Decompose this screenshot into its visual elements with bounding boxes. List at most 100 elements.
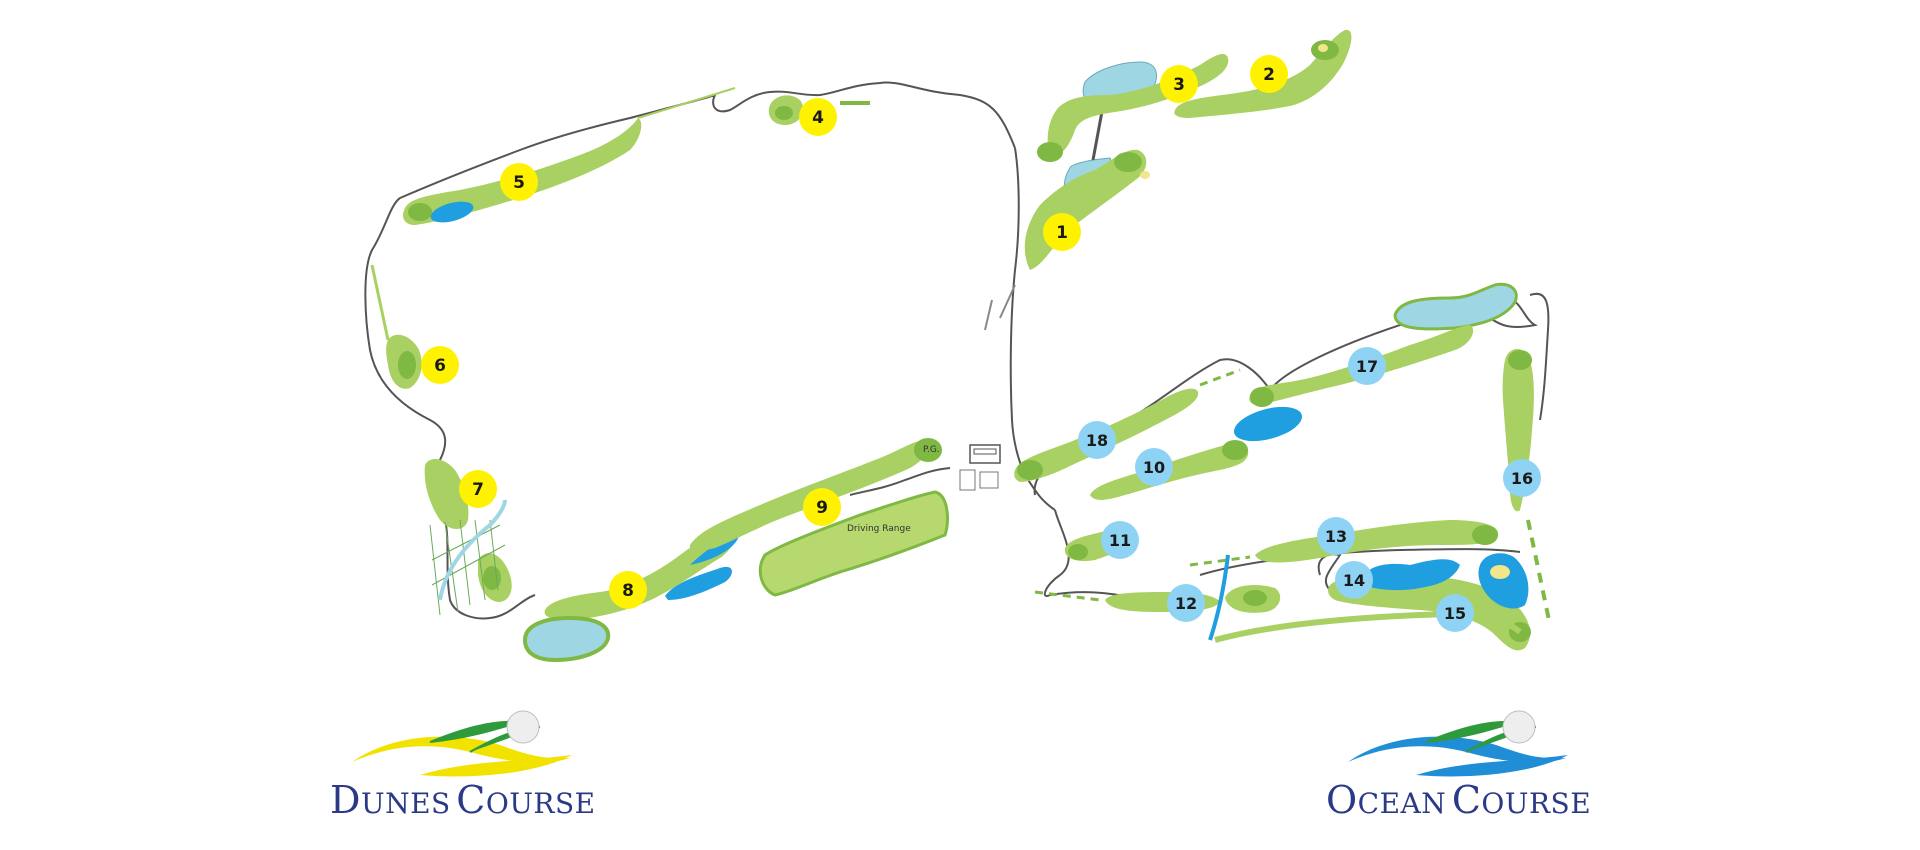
hole-marker-8[interactable]: 8 bbox=[609, 571, 647, 609]
hole-marker-13-number: 13 bbox=[1325, 527, 1347, 546]
ocean-east-path bbox=[1529, 292, 1550, 421]
hole-1-tee-line bbox=[984, 284, 1016, 331]
hole-marker-11[interactable]: 11 bbox=[1101, 521, 1139, 559]
hole-marker-5-number: 5 bbox=[513, 173, 525, 193]
hole-15-lake bbox=[1478, 553, 1529, 609]
hole-marker-1-number: 1 bbox=[1056, 223, 1068, 243]
hole-14-ponds bbox=[1365, 559, 1460, 591]
hole-7-stream bbox=[438, 499, 507, 601]
hole-7-green bbox=[483, 566, 501, 590]
hole-2-bunker bbox=[1318, 44, 1328, 52]
hole-3-green bbox=[1037, 142, 1063, 162]
hole-marker-18-number: 18 bbox=[1086, 431, 1108, 450]
clubhouse-roof-detail bbox=[973, 448, 997, 455]
hole-marker-14-number: 14 bbox=[1343, 571, 1365, 590]
hole-6 bbox=[370, 264, 422, 389]
hole-marker-5[interactable]: 5 bbox=[500, 163, 538, 201]
ocean-inner-loop bbox=[1199, 548, 1521, 576]
hole-marker-15-number: 15 bbox=[1444, 604, 1466, 623]
driving-range bbox=[758, 490, 949, 597]
hole-marker-10[interactable]: 10 bbox=[1135, 448, 1173, 486]
clubhouse-parking bbox=[959, 469, 999, 491]
hole-marker-7[interactable]: 7 bbox=[459, 470, 497, 508]
dunes-logo-initial-2: C bbox=[456, 778, 486, 822]
practice-green-label: P.G. bbox=[923, 445, 940, 455]
hole-12-stream bbox=[1208, 554, 1230, 641]
hole-marker-17[interactable]: 17 bbox=[1348, 347, 1386, 385]
hole-12 bbox=[1034, 554, 1281, 641]
ocean-logo-rest-1: CEAN bbox=[1357, 787, 1447, 820]
hole-2-fairway bbox=[1174, 29, 1352, 119]
ocean-logo-graphic bbox=[1348, 710, 1568, 777]
ocean-south-path bbox=[1043, 509, 1131, 599]
dunes-logo-rest-2: OURSE bbox=[485, 787, 596, 820]
hole-15-outer-fairway bbox=[1214, 611, 1522, 643]
dunes-inner-path bbox=[849, 467, 951, 496]
hole-12-tee-line bbox=[1034, 590, 1101, 602]
bridge bbox=[1091, 105, 1105, 161]
ocean-14-loop bbox=[1317, 553, 1421, 593]
hole-marker-1[interactable]: 1 bbox=[1043, 213, 1081, 251]
hole-5-tee-line bbox=[637, 87, 736, 119]
hole-marker-3[interactable]: 3 bbox=[1160, 65, 1198, 103]
hole-1-bunker bbox=[1140, 171, 1150, 179]
ocean-logo-swoosh-blue-2 bbox=[1416, 755, 1568, 777]
hole-marker-12-number: 12 bbox=[1175, 594, 1197, 613]
ocean-logo-rest-2: OURSE bbox=[1481, 787, 1592, 820]
hole-marker-7-number: 7 bbox=[472, 480, 484, 500]
hole-18-tee-line bbox=[1199, 368, 1241, 387]
dunes-logo-golf-ball-icon bbox=[506, 710, 540, 744]
dunes-logo-swoosh-yellow-1 bbox=[352, 736, 570, 763]
ocean-logo-initial-1: O bbox=[1326, 778, 1358, 822]
hole-5-pond bbox=[430, 201, 474, 223]
hole-12-green bbox=[1243, 590, 1267, 606]
hole-marker-9[interactable]: 9 bbox=[803, 488, 841, 526]
hole-15-bunker bbox=[1490, 565, 1510, 579]
hole-17-pond bbox=[1233, 406, 1303, 442]
hole-marker-4[interactable]: 4 bbox=[799, 98, 837, 136]
hole-marker-18[interactable]: 18 bbox=[1078, 421, 1116, 459]
hole-8 bbox=[522, 530, 740, 663]
dunes-course-logo: DUNES COURSE bbox=[330, 778, 596, 822]
hole-14-15 bbox=[1214, 553, 1531, 651]
hole-17-lake bbox=[1393, 282, 1518, 331]
ocean-logo-golf-ball-icon bbox=[1502, 710, 1536, 744]
hole-17-green bbox=[1250, 387, 1274, 407]
hole-18-green bbox=[1017, 460, 1043, 480]
hole-marker-15[interactable]: 15 bbox=[1436, 594, 1474, 632]
hole-1-green bbox=[1114, 152, 1142, 172]
hole-5 bbox=[403, 87, 736, 225]
hole-11-green bbox=[1068, 544, 1088, 560]
hole-16-green bbox=[1508, 350, 1532, 370]
hole-16-tee-line bbox=[1526, 519, 1552, 626]
hole-marker-10-number: 10 bbox=[1143, 458, 1165, 477]
hole-marker-3-number: 3 bbox=[1173, 75, 1185, 95]
hole-marker-2-number: 2 bbox=[1263, 65, 1275, 85]
hole-marker-12[interactable]: 12 bbox=[1167, 584, 1205, 622]
dunes-logo-graphic bbox=[352, 710, 572, 777]
dunes-logo-swoosh-yellow-2 bbox=[420, 755, 572, 777]
hole-7 bbox=[424, 458, 512, 616]
hole-6-green bbox=[398, 351, 416, 379]
hole-10-green bbox=[1222, 440, 1248, 460]
dunes-logo-rest-1: UNES bbox=[360, 787, 451, 820]
hole-marker-13[interactable]: 13 bbox=[1317, 517, 1355, 555]
practice-green bbox=[914, 438, 942, 462]
clubhouse bbox=[959, 444, 1001, 491]
hole-marker-6[interactable]: 6 bbox=[421, 346, 459, 384]
hole-marker-4-number: 4 bbox=[812, 108, 824, 128]
hole-marker-16[interactable]: 16 bbox=[1503, 459, 1541, 497]
hole-13-tee-line bbox=[1189, 555, 1251, 567]
ocean-hole-markers: 10 11 12 13 14 15 16 17 18 bbox=[1078, 347, 1541, 632]
hole-5-green bbox=[408, 203, 432, 221]
hole-8-lake bbox=[522, 615, 611, 663]
hole-marker-14[interactable]: 14 bbox=[1335, 561, 1373, 599]
hole-marker-6-number: 6 bbox=[434, 356, 446, 376]
driving-range-label: Driving Range bbox=[847, 524, 911, 534]
ocean-course-logo: OCEAN COURSE bbox=[1326, 778, 1591, 822]
hole-6-tee-line bbox=[370, 264, 390, 341]
hole-marker-2[interactable]: 2 bbox=[1250, 55, 1288, 93]
hole-13-green bbox=[1472, 525, 1498, 545]
hole-4 bbox=[768, 95, 870, 125]
